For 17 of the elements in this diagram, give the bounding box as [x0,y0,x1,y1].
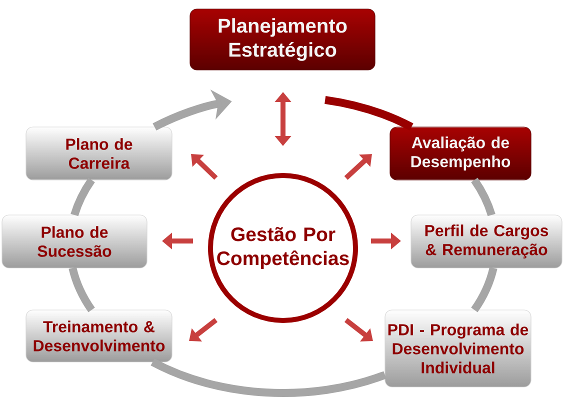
arrow [191,154,218,180]
cycle-arc [68,267,95,312]
cycle-arc [324,96,414,131]
cycle-arc [471,267,498,312]
process-box: PDI - Programa de Desenvolvimento Individual [384,310,532,388]
process-box: Avaliação de Desempenho [390,126,532,180]
arrow [344,154,372,180]
arrow [189,318,218,342]
process-box: Planejamento Estratégico [190,8,376,70]
cycle-arc [471,178,496,216]
arrow [344,318,373,342]
process-box: Plano de Carreira [26,126,172,180]
process-box: Perfil de Cargos & Remuneração [410,214,562,268]
cycle-arc [70,178,95,216]
process-box: Treinamento & Desenvolvimento [26,310,172,362]
process-box: Plano de Sucessão [2,214,148,268]
cycle-arc [150,358,386,397]
